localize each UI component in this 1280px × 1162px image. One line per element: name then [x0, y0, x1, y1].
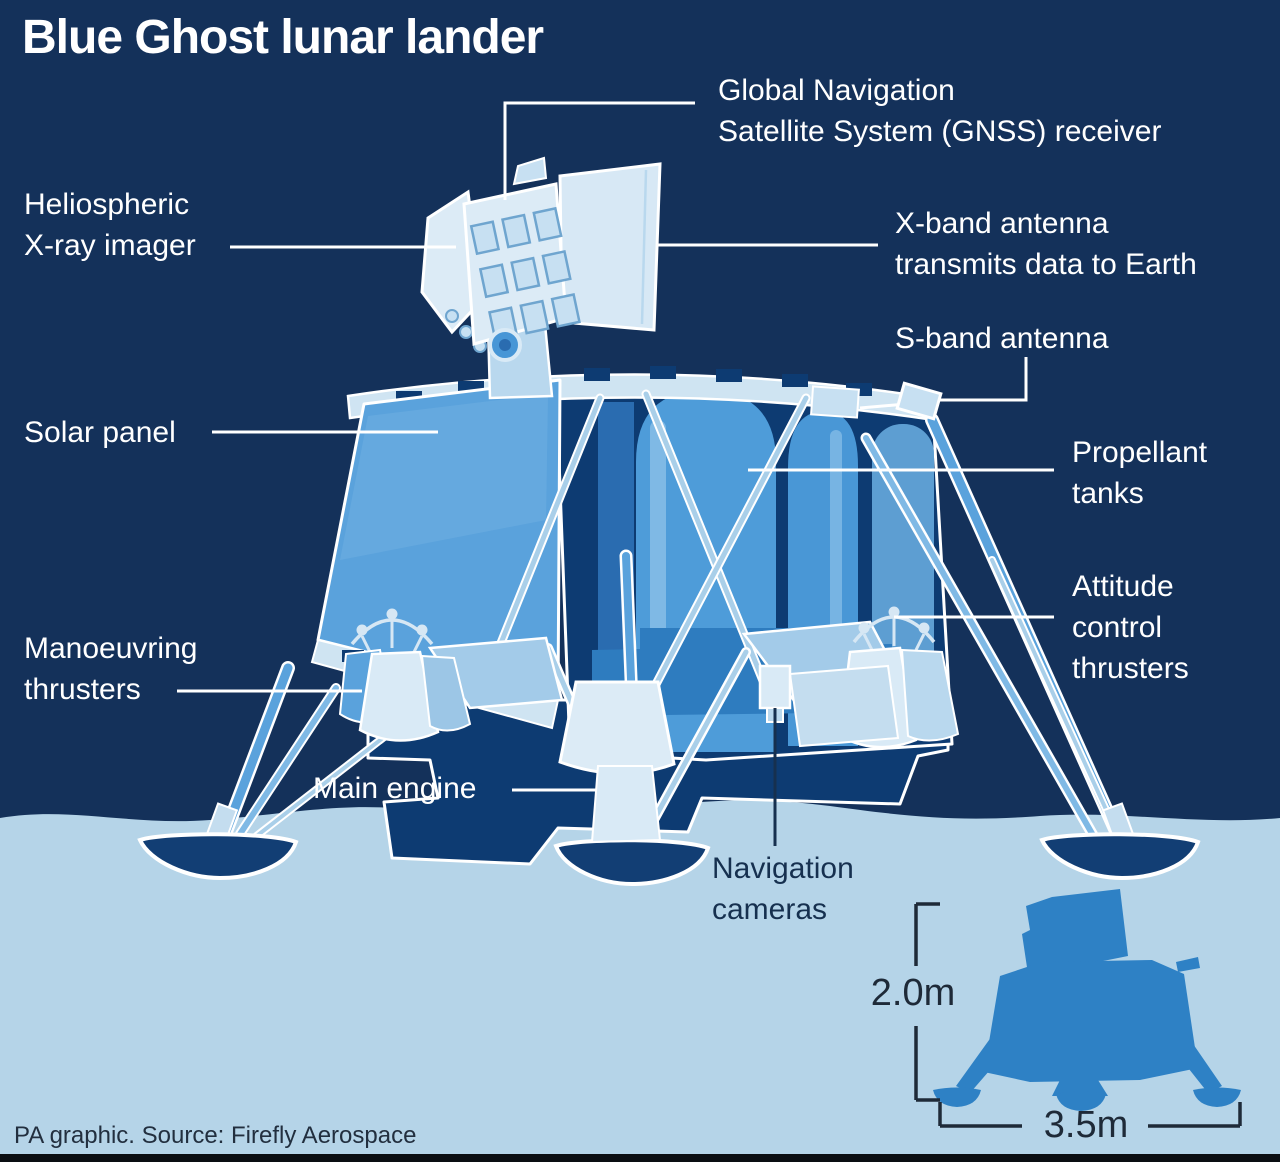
- mast-assembly: [420, 156, 943, 421]
- page-title: Blue Ghost lunar lander: [22, 11, 544, 64]
- label-line: thrusters: [24, 673, 141, 706]
- engine-skirt: [788, 664, 900, 748]
- label-attitude-thrusters: Attitude control thrusters: [1072, 566, 1189, 689]
- label-line: transmits data to Earth: [895, 248, 1197, 281]
- label-sband-antenna: S-band antenna: [895, 318, 1109, 359]
- lunar-surface: [0, 800, 1280, 1162]
- source-credit: PA graphic. Source: Firefly Aerospace: [14, 1122, 417, 1149]
- label-propellant-tanks: Propellant tanks: [1072, 432, 1207, 514]
- leader-line-gnss: [503, 101, 695, 200]
- label-line: tanks: [1072, 477, 1144, 510]
- label-manoeuvring-thrusters: Manoeuvring thrusters: [24, 628, 197, 710]
- label-line: X-ray imager: [24, 229, 196, 262]
- dimension-width: 3.5m: [1043, 1104, 1129, 1146]
- leader-lines: [177, 101, 1054, 792]
- label-heliospheric-imager: Heliospheric X-ray imager: [24, 184, 196, 266]
- main-engine-shape: [558, 680, 676, 844]
- label-line: cameras: [712, 893, 828, 926]
- label-line: Navigation: [712, 852, 854, 885]
- label-gnss-receiver: Global Navigation Satellite System (GNSS…: [718, 70, 1161, 152]
- label-line: Satellite System (GNSS) receiver: [718, 115, 1162, 148]
- label-navigation-cameras: Navigation cameras: [712, 848, 854, 930]
- sband-antenna-shape: [895, 381, 943, 421]
- leader-line-sband: [940, 357, 1028, 402]
- label-line: Heliospheric: [24, 188, 190, 221]
- label-line: Solar panel: [24, 416, 176, 449]
- label-line: thrusters: [1072, 652, 1189, 685]
- label-line: Manoeuvring: [24, 632, 198, 665]
- manoeuvring-thrusters-shape: [338, 608, 472, 742]
- label-line: Global Navigation: [718, 74, 955, 107]
- label-line: control: [1072, 611, 1163, 644]
- label-xband-antenna: X-band antenna transmits data to Earth: [895, 203, 1197, 285]
- label-main-engine: Main engine: [313, 768, 476, 809]
- label-line: X-band antenna: [895, 207, 1109, 240]
- label-line: Main engine: [313, 772, 477, 805]
- label-line: S-band antenna: [895, 322, 1109, 355]
- dimension-height: 2.0m: [870, 972, 956, 1014]
- label-solar-panel: Solar panel: [24, 412, 176, 453]
- label-line: Attitude: [1072, 570, 1174, 603]
- frame-struts: [477, 389, 811, 695]
- bottom-edge-bar: [0, 1154, 1280, 1162]
- label-line: Propellant: [1072, 436, 1208, 469]
- dimension-brackets: [914, 902, 1242, 1128]
- scale-silhouette: [933, 889, 1241, 1111]
- footpads: [137, 802, 1201, 887]
